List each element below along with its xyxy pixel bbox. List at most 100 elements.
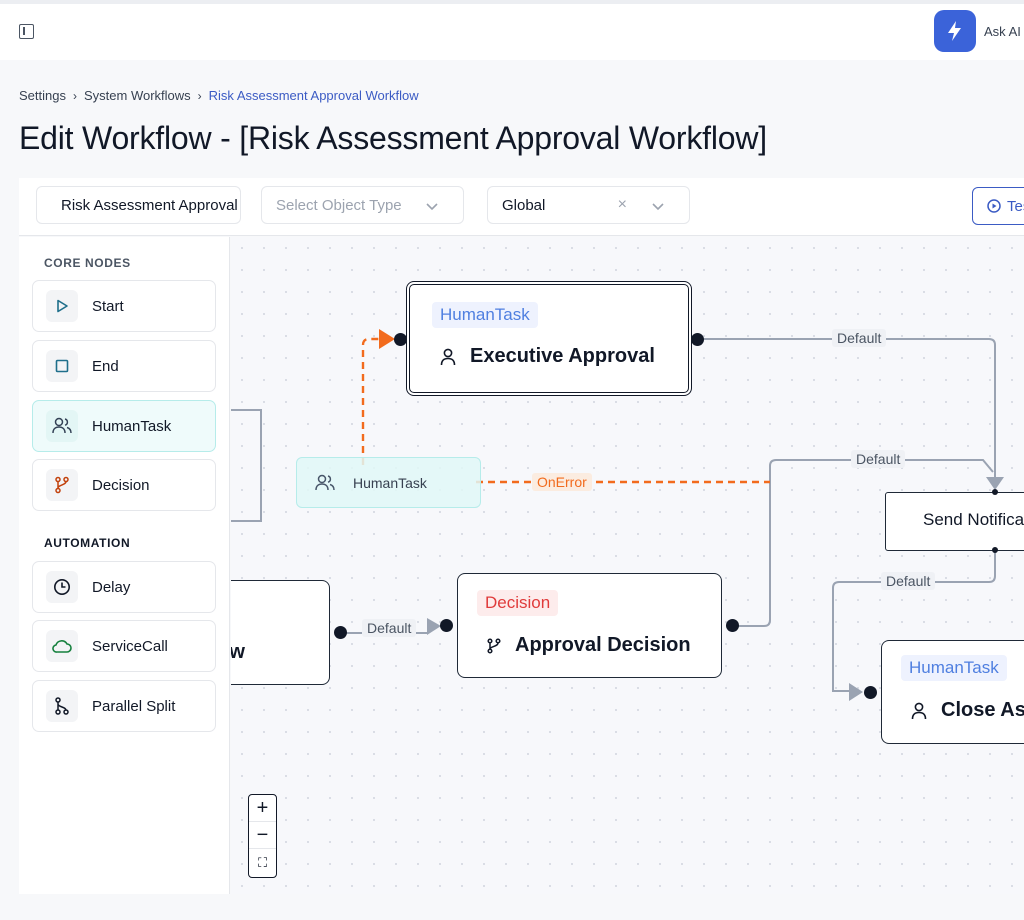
chevron-down-icon (426, 203, 438, 211)
node-tag: HumanTask (901, 655, 1007, 681)
palette-parallel-split[interactable]: Parallel Split (32, 680, 216, 732)
edge-send-to-close[interactable] (832, 551, 996, 692)
edge-label[interactable]: Default (832, 329, 887, 347)
palette-label: ServiceCall (92, 637, 168, 655)
clock-icon (46, 571, 78, 603)
breadcrumb: Settings › System Workflows › Risk Asses… (19, 88, 419, 103)
scope-value: Global (502, 196, 546, 214)
palette-label: HumanTask (92, 417, 172, 435)
breadcrumb-settings[interactable]: Settings (19, 88, 66, 103)
fit-view-icon[interactable]: ⛶ (257, 854, 268, 870)
port-close-in[interactable] (864, 686, 877, 699)
edge-arrow (427, 618, 441, 635)
user-icon (440, 348, 456, 365)
stop-square-icon (46, 350, 78, 382)
port-executive-in[interactable] (394, 333, 407, 346)
breadcrumb-separator: › (197, 88, 202, 103)
palette-label: Parallel Split (92, 697, 176, 715)
node-review-title: Review (231, 641, 245, 663)
object-type-placeholder: Select Object Type (276, 196, 402, 214)
palette-delay[interactable]: Delay (32, 561, 216, 613)
automation-heading: AUTOMATION (44, 536, 131, 550)
top-bar: Ask AI (0, 4, 1024, 60)
node-send-notification[interactable]: Send Notification (885, 492, 1024, 551)
palette-start[interactable]: Start (32, 280, 216, 332)
edge-pending-connection[interactable] (361, 337, 381, 465)
core-nodes-heading: CORE NODES (44, 256, 131, 270)
node-title-text: Approval Decision (515, 634, 691, 656)
workflow-toolbar: Risk Assessment Approval Workflow Select… (19, 178, 1024, 236)
edge-decision-to-send[interactable] (732, 459, 994, 627)
breadcrumb-separator: › (72, 88, 77, 103)
ghost-label: HumanTask (353, 474, 427, 491)
branch-icon (487, 637, 501, 654)
palette-label: Decision (92, 476, 150, 494)
port-decision-in[interactable] (440, 619, 453, 632)
port-review-out[interactable] (334, 626, 347, 639)
edge-arrow (379, 329, 395, 349)
dragged-humantask-ghost[interactable]: HumanTask (296, 457, 481, 508)
object-type-select[interactable]: Select Object Type (261, 186, 464, 224)
top-strip (0, 0, 1024, 4)
play-circle-icon (987, 199, 1001, 213)
users-icon (46, 410, 78, 442)
scope-select[interactable]: Global × (487, 186, 690, 224)
zoom-controls: + − ⛶ (248, 794, 277, 878)
play-icon (46, 290, 78, 322)
clear-icon[interactable]: × (617, 196, 627, 213)
port-executive-out[interactable] (691, 333, 704, 346)
breadcrumb-current: Risk Assessment Approval Workflow (208, 88, 419, 103)
edge-label-on-error[interactable]: OnError (532, 473, 592, 491)
edge-label[interactable]: Default (362, 619, 417, 637)
user-icon (911, 702, 927, 719)
split-icon (46, 690, 78, 722)
port-send-in[interactable] (992, 489, 998, 495)
test-button-label: Test (1007, 197, 1024, 215)
workflow-name-field[interactable]: Risk Assessment Approval Workflow (36, 186, 241, 224)
edge-label[interactable]: Default (851, 450, 906, 468)
ask-ai-label: Ask AI (984, 23, 1021, 39)
chevron-down-icon (652, 203, 664, 211)
node-review[interactable]: Review (231, 580, 330, 685)
edges-layer (231, 329, 1004, 701)
workflow-canvas[interactable]: Review HumanTask Executive Approval Huma… (231, 237, 1024, 894)
zoom-in-button[interactable]: + (249, 795, 276, 822)
palette-end[interactable]: End (32, 340, 216, 392)
node-tag: HumanTask (432, 302, 538, 328)
page-title: Edit Workflow - [Risk Assessment Approva… (19, 120, 767, 156)
node-executive-approval[interactable]: HumanTask Executive Approval (406, 281, 692, 396)
breadcrumb-system-workflows[interactable]: System Workflows (83, 88, 191, 103)
workflow-name-value: Risk Assessment Approval Workflow (61, 196, 240, 214)
node-title: Executive Approval (440, 345, 655, 368)
node-title: Approval Decision (487, 634, 691, 657)
palette-humantask[interactable]: HumanTask (32, 400, 216, 452)
node-tag: Decision (477, 590, 559, 616)
edge-exec-to-send[interactable] (697, 338, 996, 479)
port-send-out[interactable] (992, 547, 998, 553)
ask-ai-button[interactable]: Ask AI (934, 10, 1021, 52)
palette-servicecall[interactable]: ServiceCall (32, 620, 216, 672)
palette-decision[interactable]: Decision (32, 459, 216, 511)
zoom-out-button[interactable]: − (249, 822, 276, 849)
port-decision-out[interactable] (726, 619, 739, 632)
cloud-icon (46, 630, 78, 662)
edge-arrow (849, 683, 863, 701)
node-title-text: Send Notification (923, 510, 1024, 529)
users-icon (315, 474, 335, 490)
test-button[interactable]: Test (972, 187, 1024, 225)
node-palette: CORE NODES Start End HumanTask Decision … (19, 237, 230, 894)
palette-label: Start (92, 297, 124, 315)
node-approval-decision[interactable]: Decision Approval Decision (457, 573, 722, 678)
palette-label: Delay (92, 578, 131, 596)
node-title: Close Assessment (911, 699, 1024, 722)
lightning-icon (934, 10, 976, 52)
branch-icon (46, 469, 78, 501)
sidebar-toggle-icon[interactable] (19, 24, 34, 39)
node-close-assessment[interactable]: HumanTask Close Assessment (881, 640, 1024, 744)
edge-arrow (986, 477, 1004, 490)
palette-label: End (92, 357, 119, 375)
edge-partial-left[interactable] (231, 409, 262, 522)
edge-label[interactable]: Default (881, 572, 936, 590)
node-title-text: Executive Approval (470, 345, 655, 367)
node-title-text: Close Assessment (941, 699, 1024, 721)
